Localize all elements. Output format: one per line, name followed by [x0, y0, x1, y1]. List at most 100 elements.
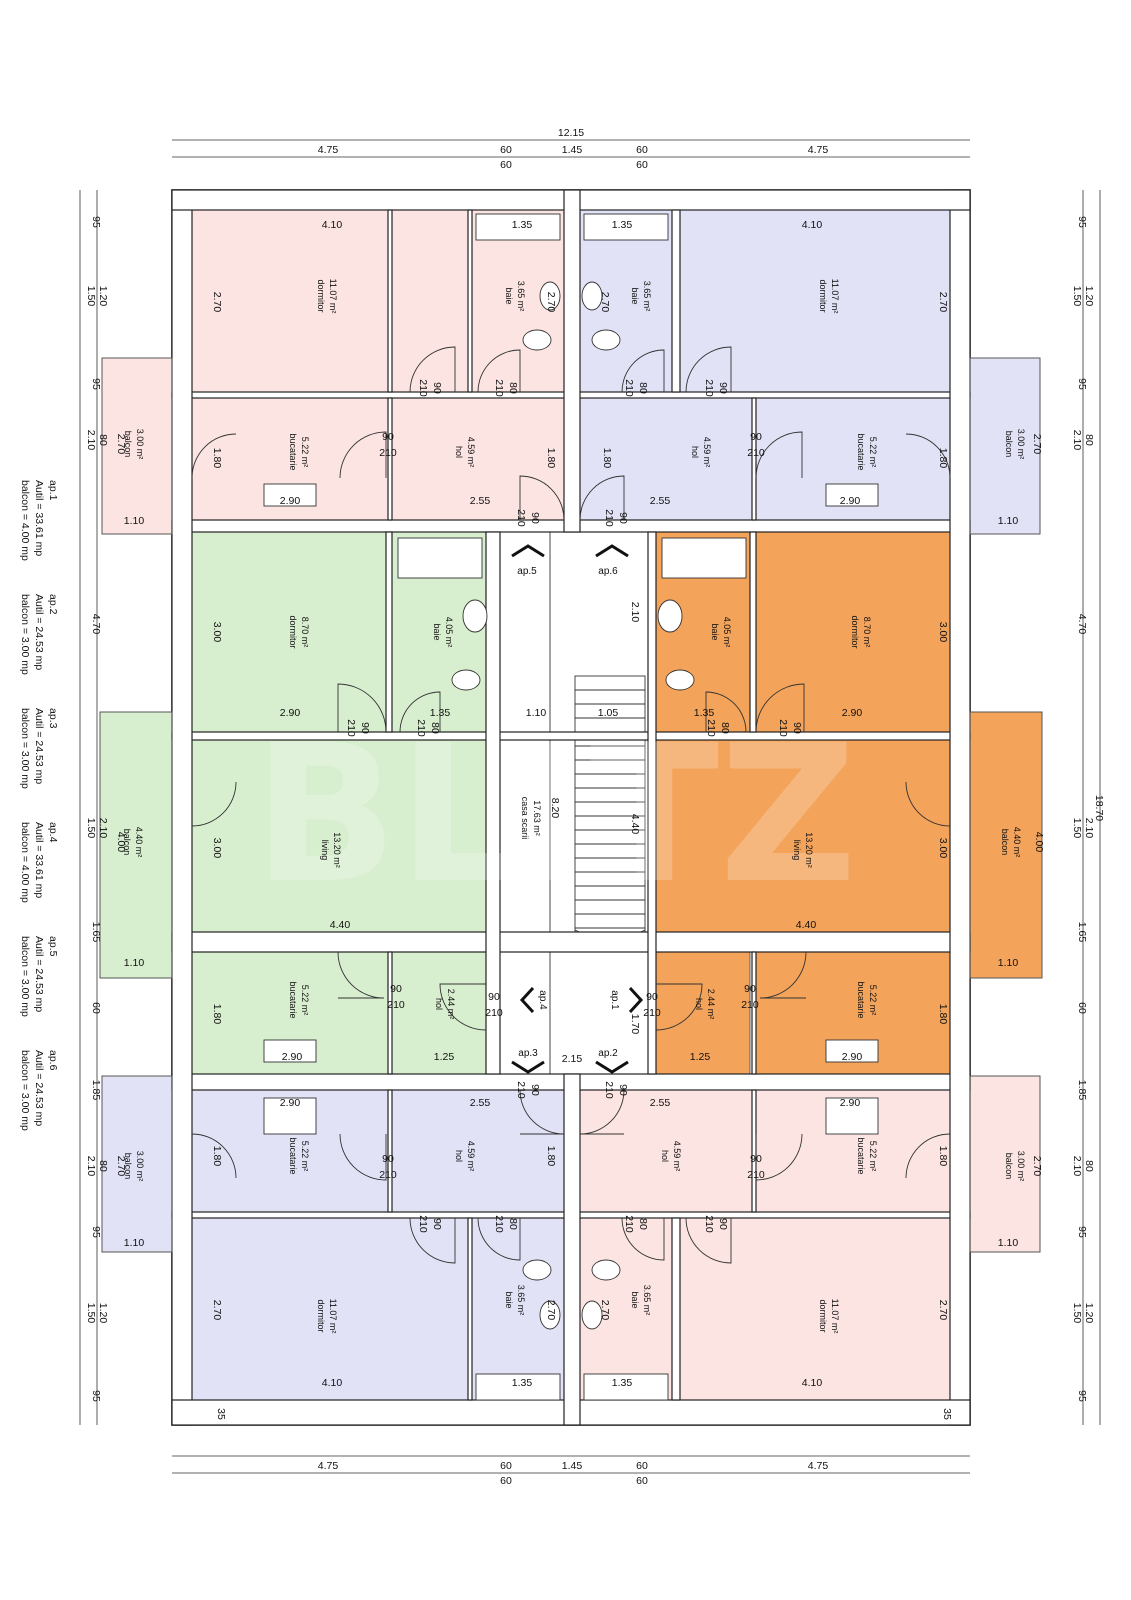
svg-text:4.59 m²: 4.59 m²	[466, 1141, 476, 1172]
svg-text:4.40: 4.40	[796, 919, 817, 931]
svg-text:balcon = 3.00 mp: balcon = 3.00 mp	[19, 708, 31, 789]
svg-text:baie: baie	[504, 1291, 514, 1308]
svg-text:1.35: 1.35	[612, 219, 633, 231]
svg-text:baie: baie	[630, 287, 640, 304]
svg-text:90: 90	[390, 983, 402, 995]
svg-text:balcon: balcon	[1004, 431, 1014, 458]
svg-text:95: 95	[90, 1226, 102, 1238]
svg-text:13.20 m²: 13.20 m²	[332, 832, 342, 868]
bottom-sub-2: 60	[636, 1475, 648, 1487]
svg-text:Autil = 24.53 mp: Autil = 24.53 mp	[33, 594, 45, 670]
svg-text:balcon: balcon	[123, 431, 133, 458]
svg-text:90: 90	[382, 1153, 394, 1165]
bottom-sub-1: 60	[500, 1475, 512, 1487]
svg-text:1.10: 1.10	[124, 515, 145, 527]
svg-text:90: 90	[382, 431, 394, 443]
svg-text:2.10: 2.10	[97, 818, 109, 839]
svg-text:2.70: 2.70	[599, 1300, 611, 1321]
svg-text:80: 80	[1083, 434, 1095, 446]
svg-text:210: 210	[417, 379, 429, 397]
ap2-hol	[579, 1089, 753, 1213]
svg-text:balcon: balcon	[122, 829, 132, 856]
watermark: BLITZ	[253, 704, 857, 925]
svg-text:95: 95	[90, 1390, 102, 1402]
svg-text:1.10: 1.10	[998, 1237, 1019, 1249]
right-dims: 95 1.50 1.20 95 2.10 80 4.70 18.70 1.50 …	[1071, 216, 1105, 1402]
svg-text:5.22 m²: 5.22 m²	[868, 985, 878, 1016]
ap1-arrow-icon	[628, 986, 644, 1014]
svg-text:1.35: 1.35	[512, 219, 533, 231]
svg-text:2.90: 2.90	[282, 1051, 303, 1063]
svg-text:2.70: 2.70	[211, 292, 223, 313]
svg-text:1.70: 1.70	[629, 1014, 641, 1035]
svg-text:35: 35	[215, 1408, 227, 1420]
svg-text:80: 80	[429, 722, 441, 734]
ap5-upper	[391, 209, 470, 393]
ap3-hol	[391, 1089, 565, 1213]
svg-text:210: 210	[741, 999, 759, 1011]
svg-text:1.10: 1.10	[998, 515, 1019, 527]
svg-text:210: 210	[623, 1215, 635, 1233]
legend-ap1: ap.1 Autil = 33.61 mp balcon = 4.00 mp	[19, 480, 59, 561]
svg-text:2.70: 2.70	[599, 292, 611, 313]
top-sub-1: 60	[500, 159, 512, 171]
svg-text:2.70: 2.70	[115, 1156, 127, 1177]
top-dim-1: 4.75	[318, 144, 339, 156]
svg-text:8.20: 8.20	[549, 798, 561, 819]
svg-text:3.00 m²: 3.00 m²	[1016, 429, 1026, 460]
svg-text:90: 90	[431, 1218, 443, 1230]
svg-text:17.63 m²: 17.63 m²	[532, 800, 542, 836]
svg-text:1.25: 1.25	[690, 1051, 711, 1063]
svg-text:ap.6: ap.6	[598, 566, 618, 577]
svg-text:90: 90	[488, 991, 500, 1003]
svg-text:4.10: 4.10	[802, 219, 823, 231]
ap4-balcon	[99, 711, 173, 979]
svg-text:ap.2: ap.2	[47, 594, 59, 615]
svg-text:ap.5: ap.5	[47, 936, 59, 957]
legend-ap5: ap.5 Autil = 24.53 mp balcon = 3.00 mp	[19, 936, 59, 1017]
svg-text:90: 90	[717, 1218, 729, 1230]
svg-text:2.90: 2.90	[280, 707, 301, 719]
ap4-zone	[99, 531, 487, 1075]
svg-text:210: 210	[515, 1081, 527, 1099]
svg-text:1.35: 1.35	[430, 707, 451, 719]
svg-text:1.10: 1.10	[124, 957, 145, 969]
svg-text:hol: hol	[690, 446, 700, 458]
ap2-dormitor	[679, 1217, 951, 1401]
svg-text:4.10: 4.10	[802, 1377, 823, 1389]
svg-text:2.70: 2.70	[211, 1300, 223, 1321]
svg-text:1.85: 1.85	[1076, 1080, 1088, 1101]
svg-text:1.85: 1.85	[90, 1080, 102, 1101]
svg-text:8.70 m²: 8.70 m²	[862, 617, 872, 648]
svg-text:90: 90	[529, 512, 541, 524]
svg-text:2.90: 2.90	[280, 1097, 301, 1109]
svg-text:1.80: 1.80	[211, 1004, 223, 1025]
svg-text:dormitor: dormitor	[850, 615, 860, 648]
svg-text:1.80: 1.80	[545, 448, 557, 469]
svg-text:1.80: 1.80	[211, 448, 223, 469]
svg-text:80: 80	[637, 382, 649, 394]
svg-text:balcon: balcon	[1000, 829, 1010, 856]
dimension-lines	[79, 139, 1101, 1474]
svg-text:90: 90	[431, 382, 443, 394]
svg-text:ap.4: ap.4	[537, 990, 548, 1010]
svg-text:3.65 m²: 3.65 m²	[642, 281, 652, 312]
svg-text:2.70: 2.70	[937, 292, 949, 313]
svg-text:bucatarie: bucatarie	[288, 981, 298, 1018]
svg-text:2.55: 2.55	[470, 1097, 491, 1109]
svg-text:dormitor: dormitor	[316, 279, 326, 312]
svg-text:bucatarie: bucatarie	[856, 1137, 866, 1174]
svg-text:balcon = 3.00 mp: balcon = 3.00 mp	[19, 594, 31, 675]
svg-text:4.40 m²: 4.40 m²	[1012, 827, 1022, 858]
svg-text:bucatarie: bucatarie	[856, 981, 866, 1018]
svg-text:5.22 m²: 5.22 m²	[300, 437, 310, 468]
svg-text:ap.1: ap.1	[609, 990, 620, 1010]
svg-text:210: 210	[387, 999, 405, 1011]
svg-text:2.70: 2.70	[545, 1300, 557, 1321]
svg-text:Autil = 33.61 mp: Autil = 33.61 mp	[33, 480, 45, 556]
svg-text:210: 210	[379, 447, 397, 459]
svg-text:4.59 m²: 4.59 m²	[702, 437, 712, 468]
svg-text:5.22 m²: 5.22 m²	[300, 985, 310, 1016]
svg-text:2.55: 2.55	[470, 495, 491, 507]
svg-text:11.07 m²: 11.07 m²	[328, 279, 338, 314]
